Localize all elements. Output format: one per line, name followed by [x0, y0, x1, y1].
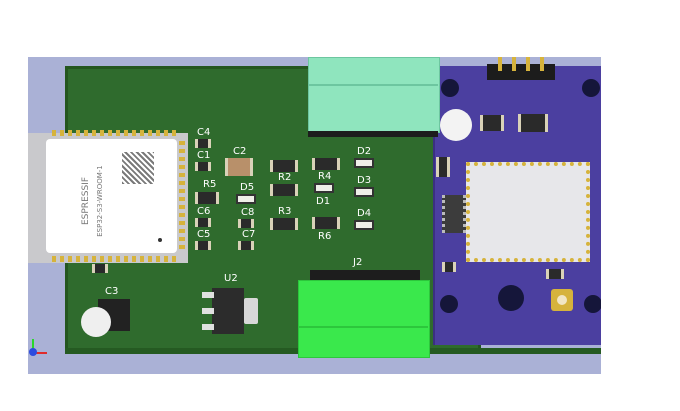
ref-label-c2: C2: [233, 146, 247, 157]
ref-label-r4: R4: [318, 171, 332, 182]
regulator-u2: [212, 288, 244, 334]
capacitor-c3: [81, 307, 111, 337]
ref-label-c5: C5: [197, 229, 211, 240]
regulator-u2-tab: [244, 298, 258, 324]
esp32-module-pins-bottom: [52, 256, 178, 262]
ic-chip: [442, 195, 466, 233]
ref-label-j2: J2: [353, 257, 363, 268]
ref-label-d3: D3: [357, 175, 372, 186]
axis-gizmo-z: [32, 339, 34, 353]
resistor-top: [270, 160, 298, 172]
smd-part: [442, 262, 456, 272]
ref-label-c7: C7: [242, 229, 256, 240]
resistor-r3: [270, 218, 298, 230]
led-near-r4: [314, 183, 334, 193]
smd-part: [518, 114, 548, 132]
led-d5: [236, 194, 256, 204]
header-pin: [512, 57, 516, 71]
capacitor-c8: [238, 219, 254, 228]
led-d2: [354, 158, 374, 168]
capacitor-c4: [195, 139, 211, 148]
axis-gizmo-origin: [29, 348, 37, 356]
led-d3: [354, 187, 374, 197]
header-pin: [540, 57, 544, 71]
j2-base: [310, 270, 420, 280]
j2-terminal-block: [298, 280, 430, 358]
j2-terminal-block-seam: [298, 326, 428, 328]
header-pin: [498, 57, 502, 71]
ref-label-c6: C6: [197, 206, 211, 217]
resistor-r6: [312, 217, 340, 229]
ref-label-c4: C4: [197, 127, 211, 138]
pin-header: [487, 64, 555, 80]
ref-label-r2: R2: [278, 172, 292, 183]
u-fl-center: [557, 295, 567, 305]
capacitor-c1: [195, 162, 211, 171]
mount-hole: [440, 295, 458, 313]
axis-gizmo-x: [33, 352, 47, 354]
esp32-module-model: ESP32-S3-WROOM-1: [93, 152, 107, 252]
smd-part: [546, 269, 564, 279]
mount-hole: [498, 285, 524, 311]
regulator-u2-pin: [202, 308, 214, 314]
capacitor-c7: [238, 241, 254, 250]
esp32-module-brand-text: ESPRESSIF: [81, 176, 91, 226]
gps-module: [466, 162, 590, 262]
capacitor-c5: [195, 241, 211, 250]
esp32-module-pins-right: [179, 141, 185, 251]
ref-label-c3: C3: [105, 286, 119, 297]
resistor-r2: [270, 184, 298, 196]
esp32-module-brand: ESPRESSIF: [79, 152, 93, 252]
white-button: [440, 109, 472, 141]
smd-part: [92, 264, 108, 273]
ref-label-r5: R5: [203, 179, 217, 190]
regulator-u2-pin: [202, 324, 214, 330]
esp32-module-model-text: ESP32-S3-WROOM-1: [96, 165, 104, 237]
esp32-module-pins-top: [52, 130, 178, 136]
top-terminal-block: [308, 57, 440, 133]
regulator-u2-pin: [202, 292, 214, 298]
esp32-module-dot: [158, 238, 162, 242]
smd-part: [436, 157, 450, 177]
esp32-module-qr-code: [122, 152, 154, 184]
resistor-top-right: [312, 158, 340, 170]
ref-label-r6: R6: [318, 231, 332, 242]
pcb-3d-viewport[interactable]: ESPRESSIF ESP32-S3-WROOM-1 C4 C1 R5 C6 C…: [28, 57, 601, 374]
mount-hole: [441, 79, 459, 97]
ref-label-d4: D4: [357, 208, 372, 219]
ref-label-u2: U2: [224, 273, 238, 284]
smd-part: [480, 115, 504, 131]
ref-label-d5: D5: [240, 182, 255, 193]
capacitor-c2: [225, 158, 253, 176]
led-d4: [354, 220, 374, 230]
mount-hole: [584, 295, 601, 313]
top-terminal-block-seam: [308, 84, 438, 86]
capacitor-c6: [195, 218, 211, 227]
top-terminal-block-base: [308, 131, 438, 137]
ref-label-r3: R3: [278, 206, 292, 217]
ref-label-c1: C1: [197, 150, 211, 161]
ref-label-d1: D1: [316, 196, 331, 207]
esp32-module-shield: [46, 139, 177, 253]
resistor-r5: [195, 192, 219, 204]
ref-label-c8: C8: [241, 207, 255, 218]
mount-hole: [582, 79, 600, 97]
ref-label-d2: D2: [357, 146, 372, 157]
header-pin: [526, 57, 530, 71]
